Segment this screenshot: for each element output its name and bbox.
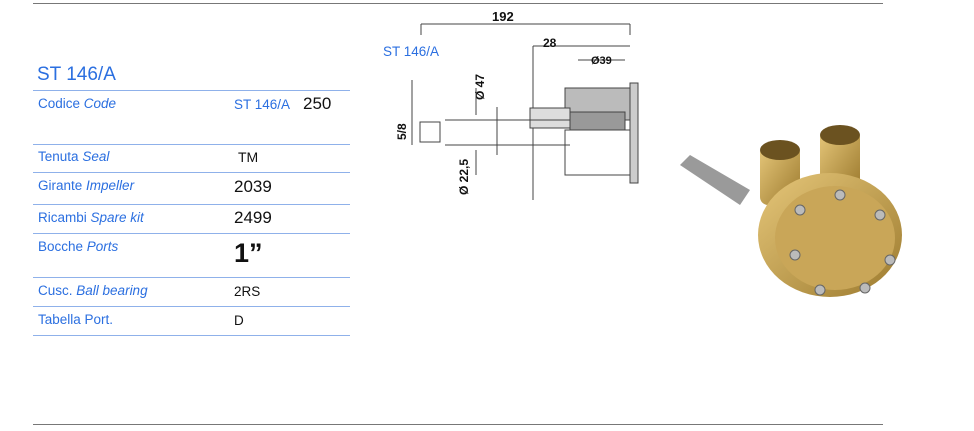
- spec-label-en: Code: [83, 96, 117, 111]
- spec-label-it: Girante: [38, 178, 83, 193]
- spec-row-ports: Bocche Ports 1”: [33, 234, 350, 278]
- dim-total: 192: [492, 9, 514, 24]
- spec-label: Cusc. Ball bearing: [38, 283, 148, 298]
- spec-label-en: Ports: [86, 239, 119, 254]
- spec-label: Girante Impeller: [38, 178, 134, 193]
- spec-label: Tabella Port.: [38, 312, 113, 327]
- technical-drawing: 192 28 Ø39 Ø 47 Ø 22,5 5/8: [395, 9, 639, 200]
- drawing-title: ST 146/A: [383, 44, 440, 59]
- spec-value: TM: [238, 149, 259, 165]
- spec-label-it: Codice: [38, 96, 81, 111]
- spec-label-en: Seal: [82, 149, 110, 164]
- spec-label: Tenuta Seal: [38, 149, 109, 164]
- dim-shaft: 5/8: [395, 123, 409, 140]
- spec-label-it: Bocche: [38, 239, 84, 254]
- spec-label-it: Ricambi: [38, 210, 87, 225]
- dim-d47: Ø 47: [473, 74, 487, 100]
- spec-label: Bocche Ports: [38, 239, 118, 254]
- spec-label-it: Tabella Port.: [38, 312, 114, 327]
- pump-photo: [680, 125, 902, 297]
- spec-label-en: Ball bearing: [76, 283, 148, 298]
- spec-value-prefix: ST 146/A: [234, 97, 291, 112]
- spec-label-en: Impeller: [86, 178, 135, 193]
- spec-value: 250: [303, 94, 332, 113]
- spec-value: 1”: [234, 238, 263, 268]
- spec-row-port-table: Tabella Port. D: [33, 307, 350, 336]
- spec-value: 2RS: [234, 284, 261, 299]
- dim-d22: Ø 22,5: [457, 159, 471, 195]
- spec-label: Codice Code: [38, 96, 116, 111]
- spec-value: 2499: [234, 208, 272, 227]
- spec-label: Ricambi Spare kit: [38, 210, 144, 225]
- spec-row-spare-kit: Ricambi Spare kit 2499: [33, 205, 350, 234]
- spec-value: D: [234, 313, 244, 328]
- dim-d39: Ø39: [591, 55, 612, 67]
- spec-label-en: Spare kit: [90, 210, 144, 225]
- spec-row-code: Codice Code ST 146/A 250: [33, 90, 350, 145]
- dim-28: 28: [543, 36, 557, 50]
- product-title: ST 146/A: [37, 64, 116, 85]
- spec-value: 2039: [234, 177, 272, 196]
- spec-row-seal: Tenuta Seal TM: [33, 144, 350, 173]
- spec-label-it: Cusc.: [38, 283, 73, 298]
- spec-row-bearing: Cusc. Ball bearing 2RS: [33, 278, 350, 307]
- bottom-rule: [33, 424, 883, 425]
- spec-label-it: Tenuta: [38, 149, 79, 164]
- spec-row-impeller: Girante Impeller 2039: [33, 173, 350, 205]
- top-rule: [33, 3, 883, 4]
